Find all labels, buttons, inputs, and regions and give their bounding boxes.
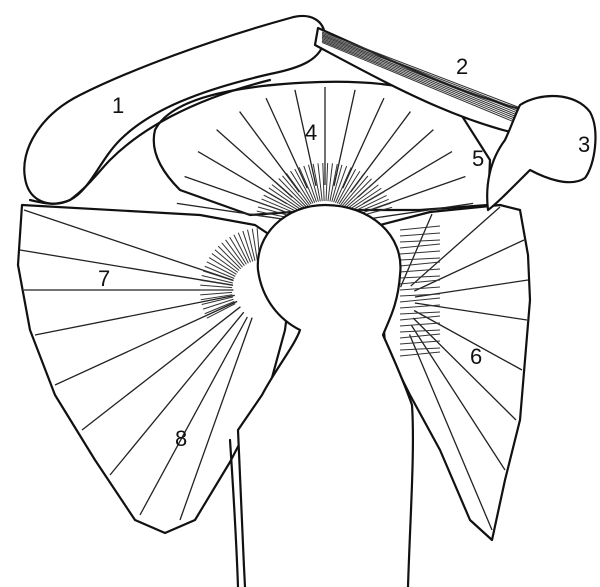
label-8: 8 [175,426,187,451]
label-3: 3 [578,132,590,157]
label-5: 5 [472,146,484,171]
label-7: 7 [98,266,110,291]
label-1: 1 [112,93,124,118]
label-6: 6 [470,344,482,369]
label-4: 4 [305,120,317,145]
label-2: 2 [456,54,468,79]
